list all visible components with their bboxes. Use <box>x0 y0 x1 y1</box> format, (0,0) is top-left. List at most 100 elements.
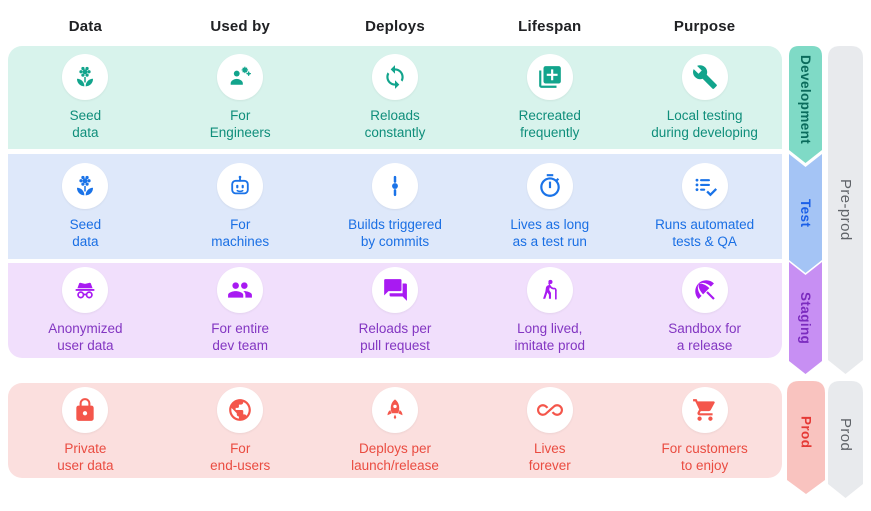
column-header-lifespan: Lifespan <box>518 18 582 35</box>
icon-circle <box>371 387 418 433</box>
ribbon-pre-prod-shape <box>828 46 863 374</box>
cell-label: Anonymized user data <box>48 321 123 353</box>
icon-circle <box>681 54 728 100</box>
cell-test-deploys: Builds triggered by commits <box>318 154 473 259</box>
icon-circle <box>371 163 418 209</box>
cell-label: For customers to enjoy <box>661 441 748 473</box>
cell-development-lifespan: Recreated frequently <box>472 46 627 149</box>
cell-development-purpose: Local testing during developing <box>627 46 782 149</box>
ribbon-prod-outer-shape <box>828 381 863 498</box>
cell-label: For machines <box>211 217 270 249</box>
cell-label: For Engineers <box>209 108 271 140</box>
cell-development-used-by: For Engineers <box>163 46 318 149</box>
cell-staging-purpose: Sandbox for a release <box>627 263 782 358</box>
cell-prod-used-by: For end-users <box>163 383 318 478</box>
robot-icon <box>231 175 249 195</box>
rocket-icon <box>387 399 403 420</box>
icon-circle <box>62 387 109 433</box>
row-test: Seed data For machines Builds triggered … <box>8 154 782 259</box>
cell-test-used-by: For machines <box>163 154 318 259</box>
cell-label: Reloads constantly <box>364 108 426 140</box>
cell-label: For end-users <box>210 441 271 473</box>
cell-label: For entire dev team <box>211 321 270 353</box>
cell-test-purpose: Runs automated tests & QA <box>627 154 782 259</box>
cell-label: Local testing during developing <box>651 108 758 140</box>
ribbon-prod-label: Prod <box>798 416 814 449</box>
cell-staging-used-by: For entire dev team <box>163 263 318 358</box>
seed-icon <box>77 66 94 87</box>
ribbon-prod-shape <box>787 381 825 494</box>
wrench-icon <box>692 65 717 89</box>
cell-staging-data: Anonymized user data <box>8 263 163 358</box>
icon-circle <box>526 54 573 100</box>
umbrella-icon <box>694 280 715 300</box>
icon-circle <box>217 387 264 433</box>
timer-icon <box>540 174 560 197</box>
row-development: Seed data For Engineers Reloads constant… <box>8 46 782 149</box>
icon-circle <box>371 54 418 100</box>
cell-development-data: Seed data <box>8 46 163 149</box>
ribbon-development-label: Development <box>798 54 813 145</box>
cell-label: Private user data <box>57 441 114 473</box>
ribbon-staging-label: Staging <box>798 291 813 345</box>
ribbon-staging: Staging <box>789 262 822 374</box>
icon-circle <box>217 54 264 100</box>
cell-staging-deploys: Reloads per pull request <box>318 263 473 358</box>
lock-icon <box>76 398 95 421</box>
ribbon-pre-prod: Pre-prod <box>828 46 863 374</box>
infinity-icon <box>536 404 563 416</box>
cell-label: Builds triggered by commits <box>348 217 442 249</box>
ribbon-test-shape <box>789 154 822 273</box>
cart-icon <box>692 399 715 421</box>
cell-label: Lives forever <box>528 441 571 473</box>
ribbon-development-shape <box>789 46 822 163</box>
column-headers: Data Used by Deploys Lifespan Purpose <box>8 18 782 35</box>
column-header-purpose: Purpose <box>673 18 736 35</box>
cell-label: Deploys per launch/release <box>351 441 439 473</box>
column-header-deploys: Deploys <box>365 18 425 35</box>
icon-circle <box>681 267 728 313</box>
cell-staging-lifespan: Long lived, imitate prod <box>472 263 627 358</box>
icon-circle <box>217 267 264 313</box>
copy-add-icon <box>538 66 561 88</box>
row-prod: Private user data For end-users Deploys … <box>8 383 782 478</box>
icon-circle <box>526 163 573 209</box>
icon-circle <box>62 54 109 100</box>
icon-circle <box>681 163 728 209</box>
icon-circle <box>371 267 418 313</box>
ribbon-staging-shape <box>789 262 822 374</box>
ribbon-prod-outer-label: Prod <box>837 417 854 452</box>
ribbon-prod: Prod <box>787 381 825 494</box>
ribbon-test: Test <box>789 154 822 273</box>
cell-label: Sandbox for a release <box>668 321 741 353</box>
row-staging: Anonymized user data For entire dev team… <box>8 263 782 358</box>
cell-label: Long lived, imitate prod <box>514 321 586 353</box>
cell-prod-lifespan: Lives forever <box>472 383 627 478</box>
cell-test-data: Seed data <box>8 154 163 259</box>
icon-circle <box>62 267 109 313</box>
icon-circle <box>217 163 264 209</box>
team-icon <box>228 282 253 298</box>
icon-circle <box>681 387 728 433</box>
column-header-data: Data <box>68 18 103 35</box>
cell-label: Runs automated tests & QA <box>655 217 755 249</box>
cell-development-deploys: Reloads constantly <box>318 46 473 149</box>
column-header-used-by: Used by <box>210 18 271 35</box>
ribbon-prod-outer: Prod <box>828 381 863 498</box>
icon-circle <box>526 267 573 313</box>
ribbon-test-label: Test <box>798 199 813 228</box>
icon-circle <box>62 163 109 209</box>
ribbon-development: Development <box>789 46 822 163</box>
cell-label: Seed data <box>69 217 102 249</box>
checklist-icon <box>695 178 717 197</box>
cell-label: Recreated frequently <box>518 108 581 140</box>
cell-test-lifespan: Lives as long as a test run <box>472 154 627 259</box>
chat-icon <box>384 279 407 301</box>
seed-icon <box>77 175 94 196</box>
elderly-icon <box>542 279 557 300</box>
ribbon-pre-prod-label: Pre-prod <box>837 179 854 241</box>
cell-label: Seed data <box>69 108 102 140</box>
cell-label: Lives as long as a test run <box>510 217 590 249</box>
engineer-icon <box>230 66 252 85</box>
